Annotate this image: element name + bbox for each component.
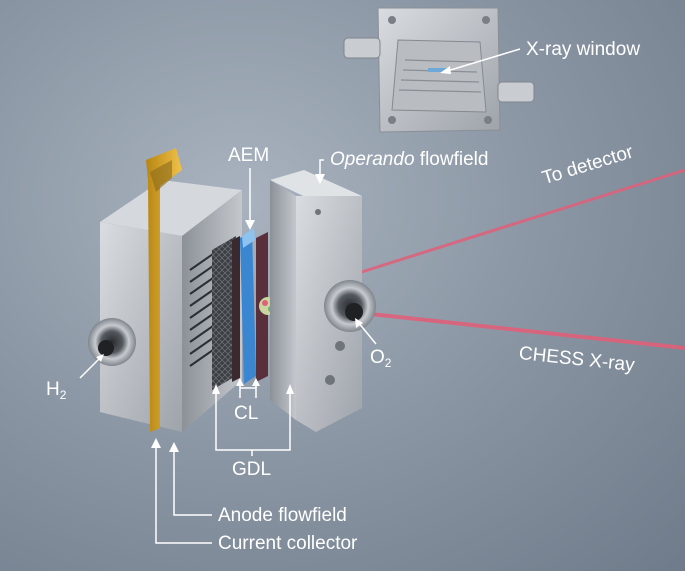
label-operando-flowfield: Operando flowfield bbox=[330, 150, 488, 169]
label-h2-base: H bbox=[46, 379, 60, 400]
label-o2-base: O bbox=[370, 347, 385, 368]
label-h2-sub: 2 bbox=[59, 388, 67, 402]
xray-beams bbox=[351, 168, 685, 350]
label-anode-flowfield: Anode flowfield bbox=[218, 505, 347, 526]
label-aem: AEM bbox=[228, 145, 270, 166]
label-current-collector: Current collector bbox=[218, 533, 358, 554]
label-o2: O2 bbox=[370, 348, 391, 369]
cl-layer bbox=[232, 236, 240, 382]
label-o2-sub: 2 bbox=[384, 356, 392, 370]
label-cl: CL bbox=[234, 403, 259, 424]
label-operando-rest: flowfield bbox=[414, 149, 489, 170]
incident-beam bbox=[351, 310, 685, 350]
detector-beam bbox=[351, 168, 685, 277]
label-h2: H2 bbox=[46, 380, 66, 401]
o2-fitting bbox=[324, 280, 376, 332]
label-operando-italic: Operando bbox=[330, 149, 415, 170]
leader-lines bbox=[79, 48, 521, 544]
label-xray-window: X-ray window bbox=[526, 39, 641, 60]
h2-fitting bbox=[88, 318, 136, 366]
current-collector bbox=[146, 148, 182, 432]
flowfield-top-view bbox=[343, 7, 535, 133]
gdl-anode bbox=[212, 236, 236, 390]
operando-block bbox=[270, 170, 362, 432]
aem-membrane bbox=[240, 230, 256, 384]
xray-window-slot bbox=[428, 68, 450, 72]
label-gdl: GDL bbox=[232, 459, 272, 480]
